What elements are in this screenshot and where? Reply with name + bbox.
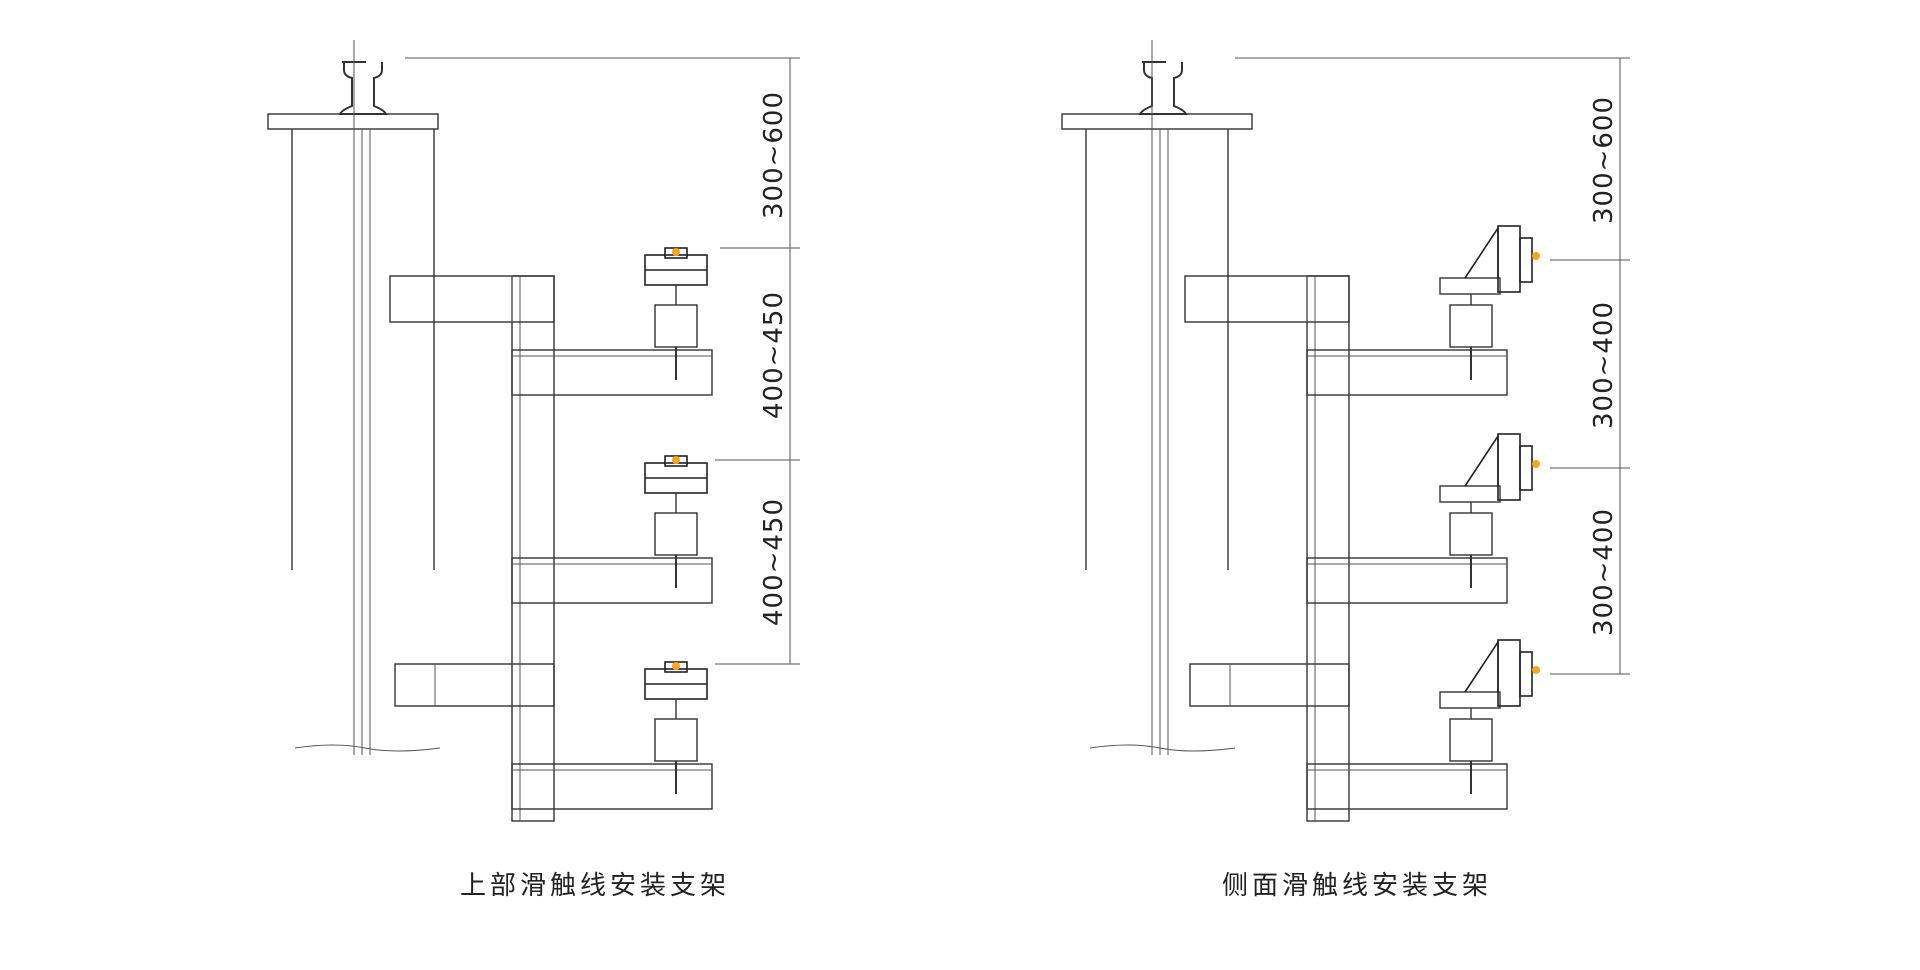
right-insulator-2 — [1439, 433, 1540, 588]
left-insulator-1 — [644, 247, 708, 380]
right-column — [1085, 40, 1236, 755]
left-insulator-2 — [644, 455, 708, 588]
right-rail — [1061, 61, 1253, 130]
left-rail — [267, 61, 439, 130]
right-dimension-lines — [1235, 57, 1630, 675]
left-column — [291, 40, 441, 755]
right-arms — [1306, 349, 1508, 810]
right-caption: 侧面滑触线安装支架 — [1222, 871, 1493, 901]
left-arms — [511, 349, 713, 810]
right-dimension-3: 300~400 — [1589, 508, 1619, 636]
right-dimension-2: 300~400 — [1589, 301, 1619, 429]
left-caption: 上部滑触线安装支架 — [460, 871, 731, 901]
left-dimension-1: 300~600 — [759, 91, 789, 219]
left-dimension-2: 400~450 — [759, 291, 789, 419]
right-insulator-3 — [1439, 639, 1540, 794]
left-dimension-lines — [405, 57, 800, 665]
left-insulator-3 — [644, 661, 708, 794]
right-dimension-1: 300~600 — [1589, 96, 1619, 224]
left-dimension-3: 400~450 — [759, 498, 789, 626]
right-bracket-post — [1184, 275, 1350, 822]
right-bracket-diagram: 300~600 300~400 300~400 — [1061, 40, 1630, 822]
right-insulator-1 — [1439, 225, 1540, 380]
left-bracket-diagram: 300~600 400~450 400~450 — [267, 40, 800, 822]
left-bracket-post — [389, 275, 555, 822]
